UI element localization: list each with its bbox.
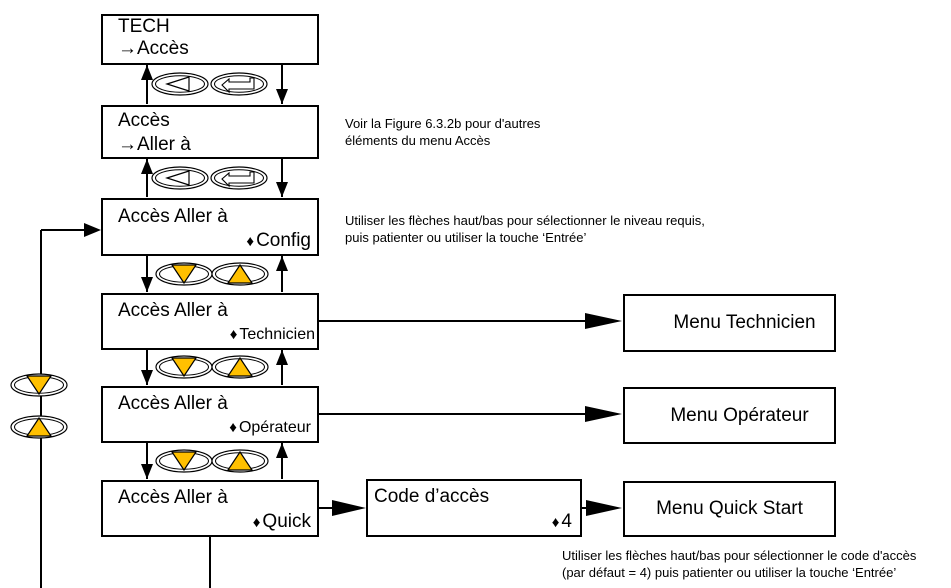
arrow-quick-to-code	[318, 500, 366, 516]
page-key-icon	[151, 166, 209, 190]
box-code-line1: Code d’accès	[374, 486, 490, 507]
updown-icon: ♦	[551, 514, 560, 531]
box-quick: Accès Aller à ♦Quick	[101, 480, 319, 537]
box-operateur: Accès Aller à ♦Opérateur	[101, 386, 319, 443]
note-code-line1: Utiliser les flèches haut/bas pour sélec…	[562, 548, 917, 563]
box-technicien: Accès Aller à ♦Technicien	[101, 293, 319, 350]
up-arrow-key-icon	[211, 355, 269, 379]
connector-config-technicien	[141, 256, 288, 292]
note-config: Utiliser les flèches haut/bas pour sélec…	[345, 212, 705, 246]
box-technicien-line1: Accès Aller à	[118, 300, 228, 321]
box-technicien-value: ♦Technicien	[230, 324, 315, 346]
note-acces-line1: Voir la Figure 6.3.2b pour d'autres	[345, 116, 541, 131]
connector-technicien-operateur	[141, 350, 288, 385]
note-config-line2: puis patienter ou utiliser la touche ‘En…	[345, 230, 587, 245]
box-code-value-text: 4	[561, 511, 572, 532]
up-arrow-key-icon	[211, 449, 269, 473]
updown-icon: ♦	[229, 326, 238, 343]
down-arrow-key-icon	[155, 449, 213, 473]
arrow-to-menu-technicien	[318, 313, 622, 329]
note-code-line2: (par défaut = 4) puis patienter ou utili…	[562, 565, 897, 580]
box-acces-line1: Accès	[118, 110, 170, 131]
box-acces-line2: →Aller à	[118, 134, 191, 155]
updown-icon: ♦	[229, 419, 237, 436]
connector-acces-config	[141, 159, 288, 197]
box-tech-line2: →Accès	[118, 38, 189, 59]
menu-quick-start-label: Menu Quick Start	[656, 498, 803, 519]
box-operateur-value: ♦Opérateur	[229, 417, 311, 439]
box-code-acces: Code d’accès ♦4	[366, 479, 582, 537]
arrow-code-to-menu-quick-start	[582, 500, 622, 516]
box-tech-line1: TECH	[118, 16, 170, 37]
up-arrow-key-icon	[10, 415, 68, 439]
down-arrow-key-icon	[155, 355, 213, 379]
note-acces-line2: éléments du menu Accès	[345, 133, 491, 148]
page-key-icon	[151, 72, 209, 96]
box-code-value: ♦4	[552, 511, 572, 534]
up-arrow-key-icon	[211, 262, 269, 286]
box-tech: TECH →Accès	[101, 14, 319, 65]
box-operateur-line1: Accès Aller à	[118, 393, 228, 414]
box-config: Accès Aller à ♦Config	[101, 198, 319, 256]
menu-technicien: Menu Technicien	[623, 294, 836, 352]
box-config-value-text: Config	[256, 230, 311, 251]
menu-operateur: Menu Opérateur	[623, 387, 836, 444]
box-quick-value-text: Quick	[262, 511, 311, 532]
box-technicien-value-text: Technicien	[239, 326, 315, 343]
box-operateur-value-text: Opérateur	[238, 419, 311, 436]
box-config-line1: Accès Aller à	[118, 206, 228, 227]
box-acces: Accès →Aller à	[101, 105, 319, 159]
note-config-line1: Utiliser les flèches haut/bas pour sélec…	[345, 213, 705, 228]
enter-key-icon	[210, 166, 268, 190]
loop-line-config	[40, 223, 101, 588]
updown-icon: ♦	[252, 514, 261, 531]
down-arrow-key-icon	[10, 373, 68, 397]
box-quick-line1: Accès Aller à	[118, 487, 228, 508]
arrow-to-menu-operateur	[318, 406, 622, 422]
box-quick-value: ♦Quick	[253, 511, 311, 534]
connector-operateur-quick	[141, 443, 288, 479]
box-config-value: ♦Config	[246, 230, 311, 253]
menu-quick-start: Menu Quick Start	[623, 481, 836, 537]
connector-tech-acces	[141, 65, 288, 104]
updown-icon: ♦	[246, 233, 255, 250]
menu-technicien-label: Menu Technicien	[673, 312, 816, 333]
note-acces: Voir la Figure 6.3.2b pour d'autres élém…	[345, 115, 540, 149]
down-arrow-key-icon	[155, 262, 213, 286]
menu-operateur-label: Menu Opérateur	[670, 404, 809, 426]
enter-key-icon	[210, 72, 268, 96]
note-code: Utiliser les flèches haut/bas pour sélec…	[562, 547, 916, 581]
